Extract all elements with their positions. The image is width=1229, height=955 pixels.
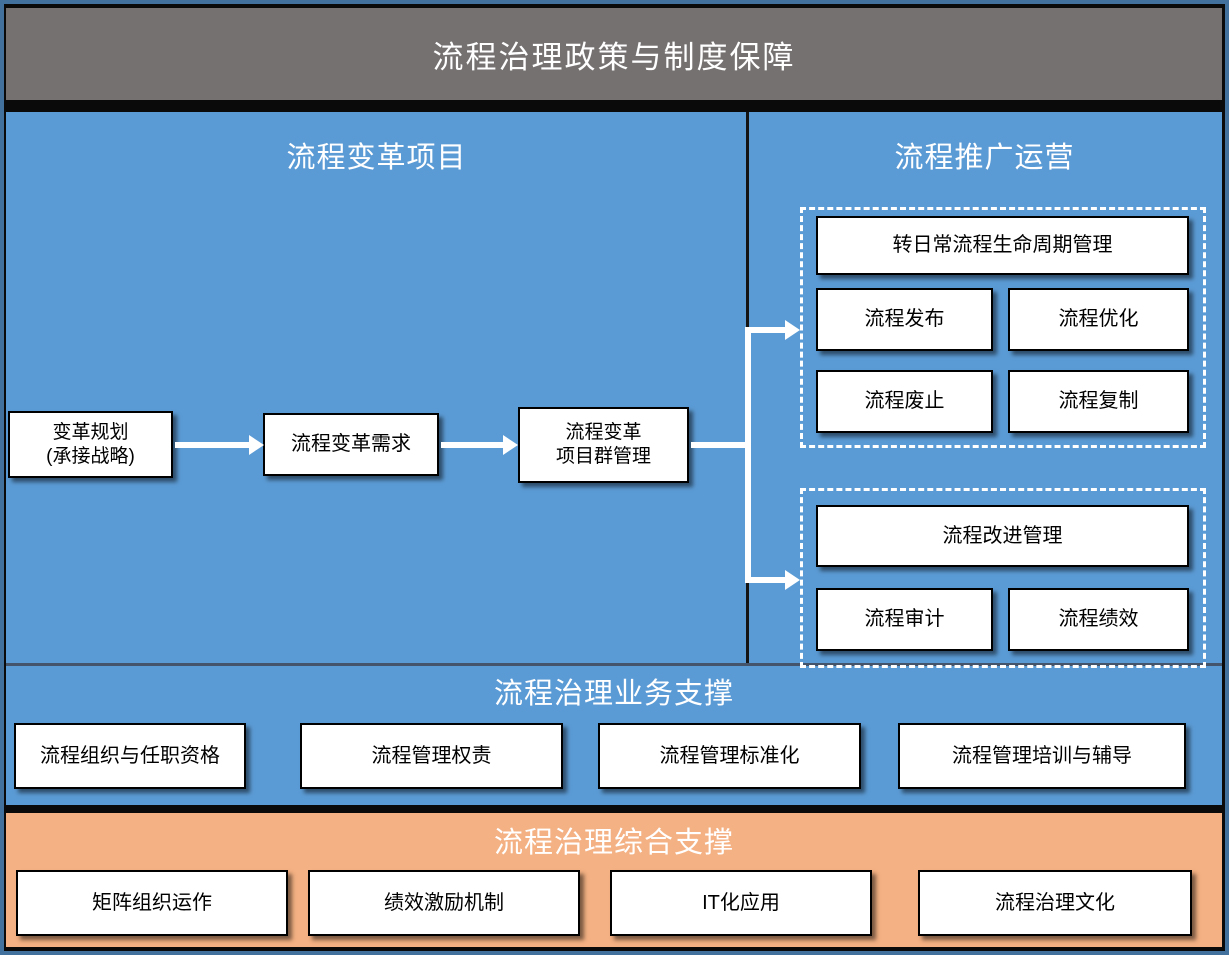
general-support-title: 流程治理综合支撑	[493, 827, 734, 859]
business-support-title: 流程治理业务支撑	[493, 678, 734, 710]
arrow-line-2	[441, 442, 504, 448]
box-label: 流程治理文化	[995, 891, 1115, 914]
box-label: 流程复制	[1058, 390, 1139, 412]
improvement-box-performance: 流程绩效	[1008, 588, 1189, 651]
connector-branch-line	[745, 327, 751, 583]
box-label: 流程发布	[864, 308, 945, 330]
box-label: 流程绩效	[1058, 608, 1139, 630]
box-label: 流程改进管理	[942, 524, 1063, 547]
arrowhead-bottom-branch	[785, 570, 800, 590]
lifecycle-box-optimize: 流程优化	[1008, 288, 1189, 351]
business-support-box-standardization: 流程管理标准化	[598, 723, 861, 789]
general-support-panel: 流程治理综合支撑 矩阵组织运作 绩效激励机制 IT化应用 流程治理文化	[6, 813, 1222, 947]
arrow-line-top-branch	[745, 327, 786, 333]
arrowhead-top-branch	[785, 320, 800, 340]
lifecycle-box-abolish: 流程废止	[816, 370, 993, 433]
policy-banner-title: 流程治理政策与制度保障	[432, 39, 796, 75]
box-label: 流程管理标准化	[659, 744, 800, 767]
lifecycle-group: 转日常流程生命周期管理 流程发布 流程优化 流程废止 流程复制	[800, 207, 1206, 448]
connector-stub	[691, 442, 751, 448]
flow-box-program-management: 流程变革 项目群管理	[518, 407, 689, 483]
flow-box-line: 流程变革需求	[291, 433, 411, 455]
box-label: IT化应用	[702, 891, 780, 914]
box-label: 矩阵组织运作	[92, 891, 212, 914]
lifecycle-box-publish: 流程发布	[816, 288, 993, 351]
improvement-box-audit: 流程审计	[816, 588, 993, 651]
box-label: 流程优化	[1058, 308, 1139, 330]
box-label: 流程审计	[864, 608, 945, 630]
business-support-box-responsibility: 流程管理权责	[300, 723, 563, 789]
box-label: 流程组织与任职资格	[40, 744, 220, 767]
improvement-header-box: 流程改进管理	[816, 505, 1189, 567]
main-panel: 流程变革项目 流程推广运营 变革规划 (承接战略) 流程变革需求 流程变革 项目…	[6, 112, 1222, 805]
general-support-box-incentive: 绩效激励机制	[308, 870, 580, 936]
general-support-box-it: IT化应用	[610, 870, 872, 936]
promotion-operation-title: 流程推广运营	[894, 142, 1075, 174]
box-label: 转日常流程生命周期管理	[892, 234, 1113, 256]
flow-box-change-planning: 变革规划 (承接战略)	[8, 411, 173, 478]
box-label: 流程管理权责	[371, 744, 492, 767]
flow-box-line: (承接战略)	[46, 445, 135, 467]
flow-box-change-demand: 流程变革需求	[263, 413, 439, 476]
horizontal-divider	[6, 663, 1222, 666]
improvement-group: 流程改进管理 流程审计 流程绩效	[800, 488, 1206, 668]
box-label: 绩效激励机制	[384, 891, 504, 914]
change-project-title: 流程变革项目	[286, 142, 467, 174]
box-label: 流程废止	[864, 390, 945, 412]
arrowhead-1	[249, 435, 264, 455]
flow-box-line: 流程变革	[565, 422, 642, 444]
flow-box-line: 变革规划	[52, 421, 129, 443]
lifecycle-box-replicate: 流程复制	[1008, 370, 1189, 433]
business-support-box-training: 流程管理培训与辅导	[898, 723, 1186, 789]
lifecycle-header-box: 转日常流程生命周期管理	[816, 216, 1189, 275]
arrow-line-bottom-branch	[745, 577, 786, 583]
arrowhead-2	[503, 435, 518, 455]
box-label: 流程管理培训与辅导	[952, 744, 1132, 767]
general-support-box-matrix: 矩阵组织运作	[16, 870, 288, 936]
arrow-line-1	[175, 442, 249, 448]
policy-banner: 流程治理政策与制度保障	[6, 8, 1222, 100]
business-support-box-organization: 流程组织与任职资格	[14, 723, 246, 789]
flow-box-line: 项目群管理	[555, 446, 651, 467]
general-support-box-culture: 流程治理文化	[918, 870, 1192, 936]
